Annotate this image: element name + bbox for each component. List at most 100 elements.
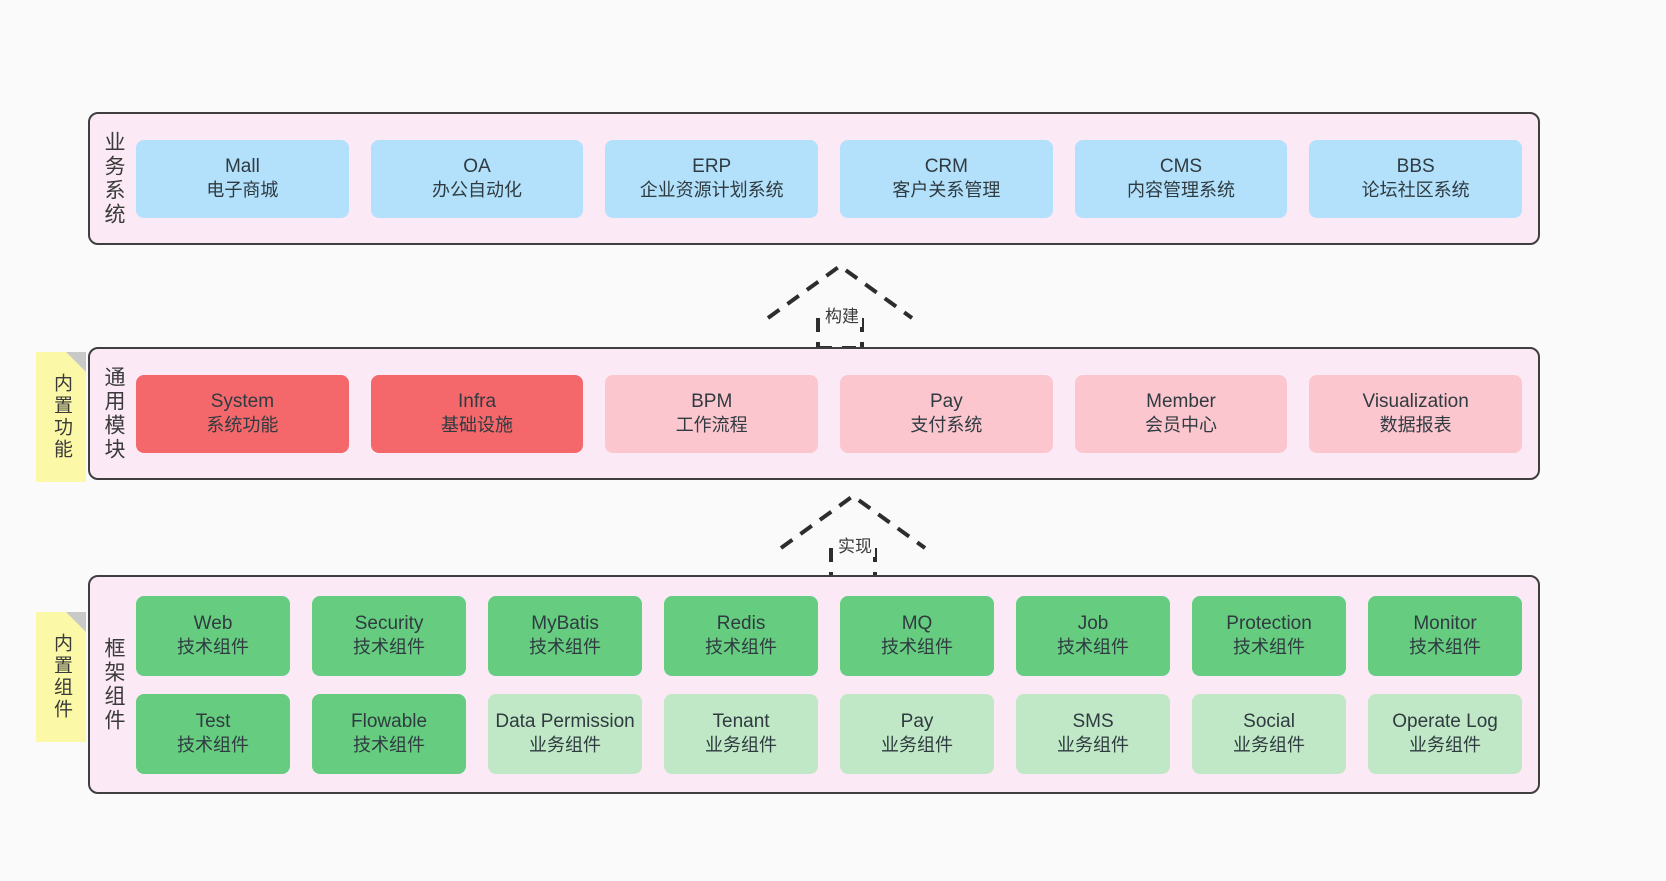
card-title: CRM [924, 155, 968, 177]
layer-framework-components: 框架组件 Web 技术组件 Security 技术组件 MyBatis 技术组件… [88, 575, 1540, 794]
card-title: Tenant [712, 710, 770, 732]
folded-corner-icon [66, 352, 86, 372]
card-subtitle: 业务组件 [1057, 735, 1130, 756]
card-job[interactable]: Job 技术组件 [1016, 595, 1171, 676]
card-subtitle: 企业资源计划系统 [639, 180, 784, 201]
layer-card-grid: Web 技术组件 Security 技术组件 MyBatis 技术组件 Redi… [130, 595, 1538, 774]
card-pay-business[interactable]: Pay 业务组件 [840, 693, 995, 774]
card-title: Pay [929, 390, 963, 412]
card-subtitle: 基础设施 [441, 415, 514, 436]
card-social[interactable]: Social 业务组件 [1192, 693, 1347, 774]
card-sms[interactable]: SMS 业务组件 [1016, 693, 1171, 774]
card-subtitle: 技术组件 [1409, 637, 1482, 658]
folded-corner-icon [66, 612, 86, 632]
card-title: Mall [224, 155, 260, 177]
card-system[interactable]: System 系统功能 [136, 374, 349, 453]
layer-title-common-modules: 通用模块 [102, 365, 126, 462]
card-subtitle: 系统功能 [206, 415, 279, 436]
card-redis[interactable]: Redis 技术组件 [664, 595, 819, 676]
card-subtitle: 论坛社区系统 [1361, 180, 1470, 201]
card-title: Redis [716, 612, 766, 634]
layer-common-modules: 通用模块 System 系统功能 Infra 基础设施 BPM 工作流程 Pay… [88, 347, 1540, 480]
layer-business-systems: 业务系统 Mall 电子商城 OA 办公自动化 ERP 企业资源计划系统 CRM… [88, 112, 1540, 245]
card-row: Web 技术组件 Security 技术组件 MyBatis 技术组件 Redi… [136, 595, 1523, 676]
card-title: ERP [692, 155, 732, 177]
card-erp[interactable]: ERP 企业资源计划系统 [605, 139, 819, 218]
card-security[interactable]: Security 技术组件 [312, 595, 467, 676]
connector-label: 实现 [835, 532, 875, 557]
layer-title-framework-components: 框架组件 [102, 636, 126, 733]
card-row: Mall 电子商城 OA 办公自动化 ERP 企业资源计划系统 CRM 客户关系… [136, 139, 1522, 218]
card-subtitle: 客户关系管理 [892, 180, 1001, 201]
card-pay[interactable]: Pay 支付系统 [840, 374, 1053, 453]
card-title: Protection [1226, 612, 1312, 634]
layer-title-business-systems: 业务系统 [102, 130, 126, 227]
card-title: Security [354, 612, 424, 634]
card-subtitle: 数据报表 [1379, 415, 1452, 436]
card-title: Operate Log [1392, 710, 1498, 732]
sticky-note-label: 内置功能 [50, 373, 72, 461]
card-visualization[interactable]: Visualization 数据报表 [1309, 374, 1522, 453]
card-title: Member [1146, 390, 1216, 412]
card-monitor[interactable]: Monitor 技术组件 [1368, 595, 1523, 676]
card-tenant[interactable]: Tenant 业务组件 [664, 693, 819, 774]
card-title: Test [195, 710, 231, 732]
card-subtitle: 技术组件 [529, 637, 602, 658]
card-title: BPM [691, 390, 733, 412]
card-bpm[interactable]: BPM 工作流程 [605, 374, 819, 453]
card-mybatis[interactable]: MyBatis 技术组件 [488, 595, 643, 676]
card-subtitle: 业务组件 [1233, 735, 1306, 756]
card-title: Pay [900, 710, 934, 732]
connector-implement: 实现 [773, 488, 933, 580]
card-subtitle: 业务组件 [705, 735, 778, 756]
card-title: Web [193, 612, 233, 634]
card-title: MQ [901, 612, 933, 634]
card-subtitle: 技术组件 [881, 637, 954, 658]
card-title: Social [1243, 710, 1295, 732]
card-crm[interactable]: CRM 客户关系管理 [840, 139, 1053, 218]
card-mq[interactable]: MQ 技术组件 [840, 595, 995, 676]
card-subtitle: 技术组件 [177, 637, 250, 658]
sticky-note-label: 内置组件 [50, 633, 72, 721]
card-title: SMS [1072, 710, 1114, 732]
sticky-note-builtin-functions: 内置功能 [36, 352, 86, 482]
card-subtitle: 技术组件 [705, 637, 778, 658]
card-flowable[interactable]: Flowable 技术组件 [312, 693, 467, 774]
card-title: Monitor [1413, 612, 1477, 634]
card-oa[interactable]: OA 办公自动化 [370, 139, 584, 218]
card-data-permission[interactable]: Data Permission 业务组件 [488, 693, 643, 774]
card-subtitle: 技术组件 [353, 637, 426, 658]
card-subtitle: 工作流程 [675, 415, 748, 436]
card-title: CMS [1159, 155, 1203, 177]
card-subtitle: 业务组件 [1409, 735, 1482, 756]
card-member[interactable]: Member 会员中心 [1074, 374, 1288, 453]
card-cms[interactable]: CMS 内容管理系统 [1074, 139, 1288, 218]
card-subtitle: 会员中心 [1145, 415, 1217, 436]
card-test[interactable]: Test 技术组件 [136, 693, 291, 774]
card-subtitle: 电子商城 [206, 180, 279, 201]
card-title: MyBatis [531, 612, 599, 634]
card-subtitle: 技术组件 [1057, 637, 1130, 658]
card-title: Infra [458, 390, 497, 412]
card-title: System [210, 390, 275, 412]
card-title: BBS [1396, 155, 1435, 177]
card-subtitle: 业务组件 [529, 735, 602, 756]
card-infra[interactable]: Infra 基础设施 [370, 374, 584, 453]
card-mall[interactable]: Mall 电子商城 [136, 139, 349, 218]
card-bbs[interactable]: BBS 论坛社区系统 [1309, 139, 1522, 218]
card-row: Test 技术组件 Flowable 技术组件 Data Permission … [136, 693, 1523, 774]
card-web[interactable]: Web 技术组件 [136, 595, 291, 676]
card-subtitle: 业务组件 [881, 735, 954, 756]
card-protection[interactable]: Protection 技术组件 [1192, 595, 1347, 676]
card-row: System 系统功能 Infra 基础设施 BPM 工作流程 Pay 支付系统… [136, 374, 1522, 453]
card-title: OA [463, 155, 491, 177]
card-subtitle: 技术组件 [1233, 637, 1306, 658]
card-subtitle: 办公自动化 [432, 180, 523, 201]
card-subtitle: 技术组件 [177, 735, 250, 756]
card-operate-log[interactable]: Operate Log 业务组件 [1368, 693, 1523, 774]
card-subtitle: 支付系统 [910, 415, 983, 436]
card-title: Flowable [351, 710, 428, 732]
card-title: Data Permission [495, 710, 635, 732]
card-subtitle: 技术组件 [353, 735, 426, 756]
